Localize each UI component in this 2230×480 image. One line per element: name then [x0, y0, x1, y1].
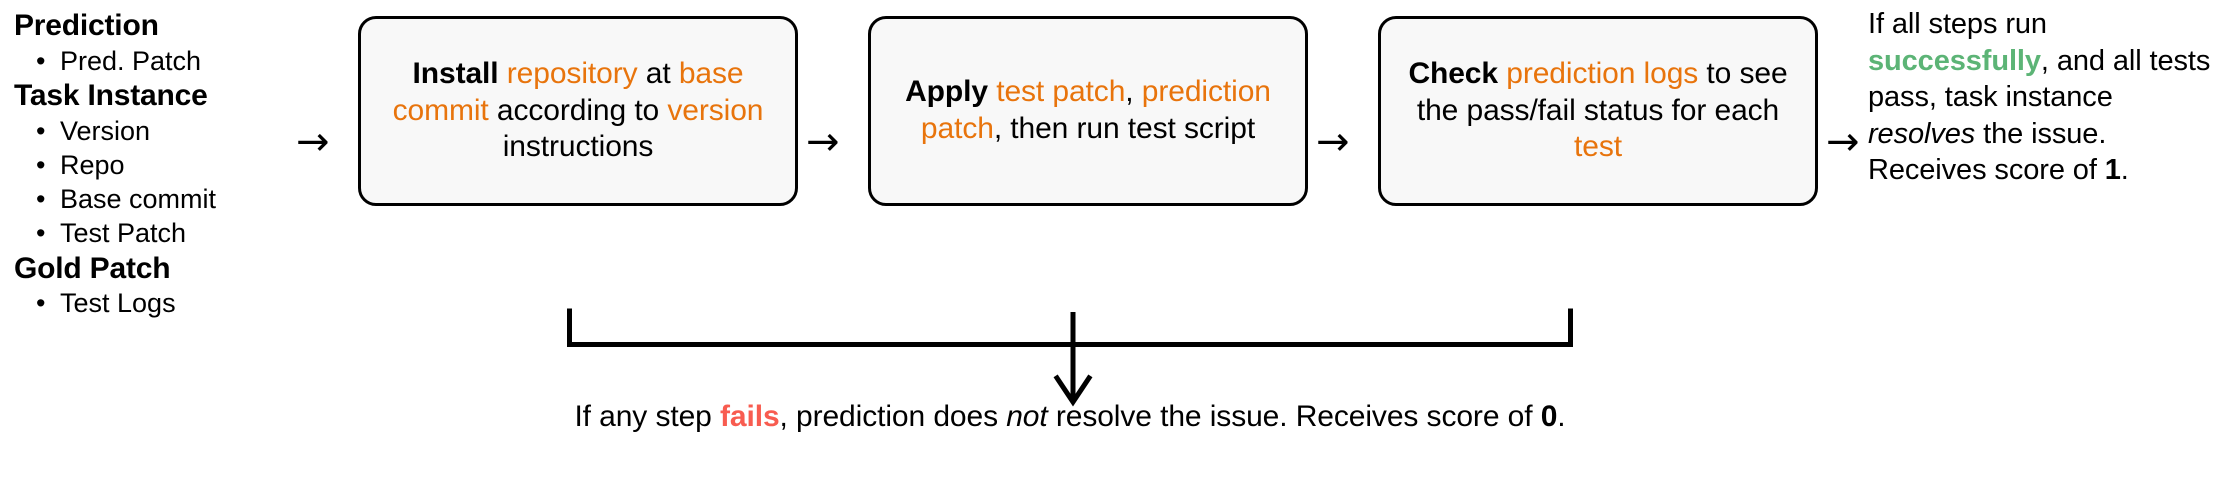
outcome-success-text: If all steps run successfully, and all t…	[1868, 6, 2218, 189]
text-run: .	[2120, 154, 2129, 187]
list-item: • Test Patch	[36, 217, 294, 251]
legend-list: • Version • Repo • Base commit • Test Patch	[36, 115, 294, 251]
text-run: not	[1006, 400, 1048, 433]
text-run: base commit	[392, 56, 744, 127]
list-item: • Version	[36, 115, 294, 149]
text-run: prediction logs	[1506, 56, 1699, 90]
text-run: the issue. Receives score of	[1868, 117, 2107, 187]
step-box-apply: Apply test patch, prediction patch, then…	[868, 16, 1308, 206]
legend-list: • Pred. Patch	[36, 45, 294, 79]
text-run: resolve the issue. Receives score of	[1047, 400, 1541, 433]
legend-heading: Prediction	[14, 9, 159, 42]
text-run: successfully	[1868, 44, 2041, 77]
text-run: , prediction does	[779, 400, 1007, 433]
arrow-right-icon-2: →	[806, 119, 840, 165]
arrow-right-icon-3: →	[1316, 119, 1350, 165]
step-text-check: Check prediction logs to see the pass/fa…	[1395, 56, 1801, 167]
text-run: fails	[720, 400, 780, 433]
legend-list: • Test Logs	[36, 287, 294, 321]
step-box-check: Check prediction logs to see the pass/fa…	[1378, 16, 1818, 206]
text-run: Install	[412, 56, 499, 90]
text-run: 1	[2104, 154, 2121, 187]
text-run: , and all tests pass, task instance	[1868, 44, 2211, 114]
outcome-failure-text: If any step fails, prediction does not r…	[560, 398, 1580, 436]
legend-item-label: Test Patch	[60, 217, 187, 248]
text-run: ,	[1125, 75, 1142, 109]
text-run	[499, 57, 507, 90]
list-item: • Base commit	[36, 183, 294, 217]
arrow-right-icon-4: →	[1826, 119, 1860, 165]
list-item: • Repo	[36, 149, 294, 183]
legend-item-label: Base commit	[60, 183, 217, 214]
bullet-icon: •	[36, 183, 46, 214]
legend-item-label: Pred. Patch	[60, 45, 202, 76]
text-run: test	[1574, 130, 1622, 164]
bullet-icon: •	[36, 217, 46, 248]
text-run: prediction patch	[920, 75, 1271, 145]
list-item: • Pred. Patch	[36, 45, 294, 79]
text-run: according to	[488, 93, 668, 127]
legend-item-label: Version	[60, 116, 151, 147]
text-run: repository	[506, 56, 638, 90]
text-run: If all steps run	[1868, 8, 2047, 40]
text-run: test patch	[996, 75, 1126, 109]
text-run: instructions	[502, 130, 654, 164]
list-item: • Test Logs	[36, 287, 294, 321]
text-run: resolves	[1868, 117, 1976, 150]
text-run: .	[1557, 400, 1566, 433]
text-run: Check	[1408, 56, 1498, 90]
step-text-apply: Apply test patch, prediction patch, then…	[885, 74, 1291, 148]
text-run: Apply	[905, 75, 988, 109]
text-run: at	[637, 56, 679, 90]
step-box-install: Install repository at base commit accord…	[358, 16, 798, 206]
text-run: to see the pass/fail status for each	[1416, 56, 1788, 127]
bullet-icon: •	[36, 288, 46, 319]
text-run: , then run test script	[993, 112, 1256, 145]
bullet-icon: •	[36, 45, 46, 76]
text-run: 0	[1540, 400, 1558, 433]
legend-item-label: Test Logs	[60, 288, 176, 319]
bullet-icon: •	[36, 116, 46, 147]
bullet-icon: •	[36, 149, 46, 180]
step-text-install: Install repository at base commit accord…	[375, 56, 781, 167]
text-run	[988, 75, 996, 108]
legend-heading: Gold Patch	[14, 251, 171, 285]
arrow-right-icon-1: →	[296, 119, 330, 165]
legend-item-label: Repo	[60, 149, 125, 180]
text-run: If any step	[574, 400, 720, 433]
text-run	[1498, 57, 1506, 90]
legend-heading: Task Instance	[14, 79, 208, 113]
text-run: version	[667, 93, 764, 127]
